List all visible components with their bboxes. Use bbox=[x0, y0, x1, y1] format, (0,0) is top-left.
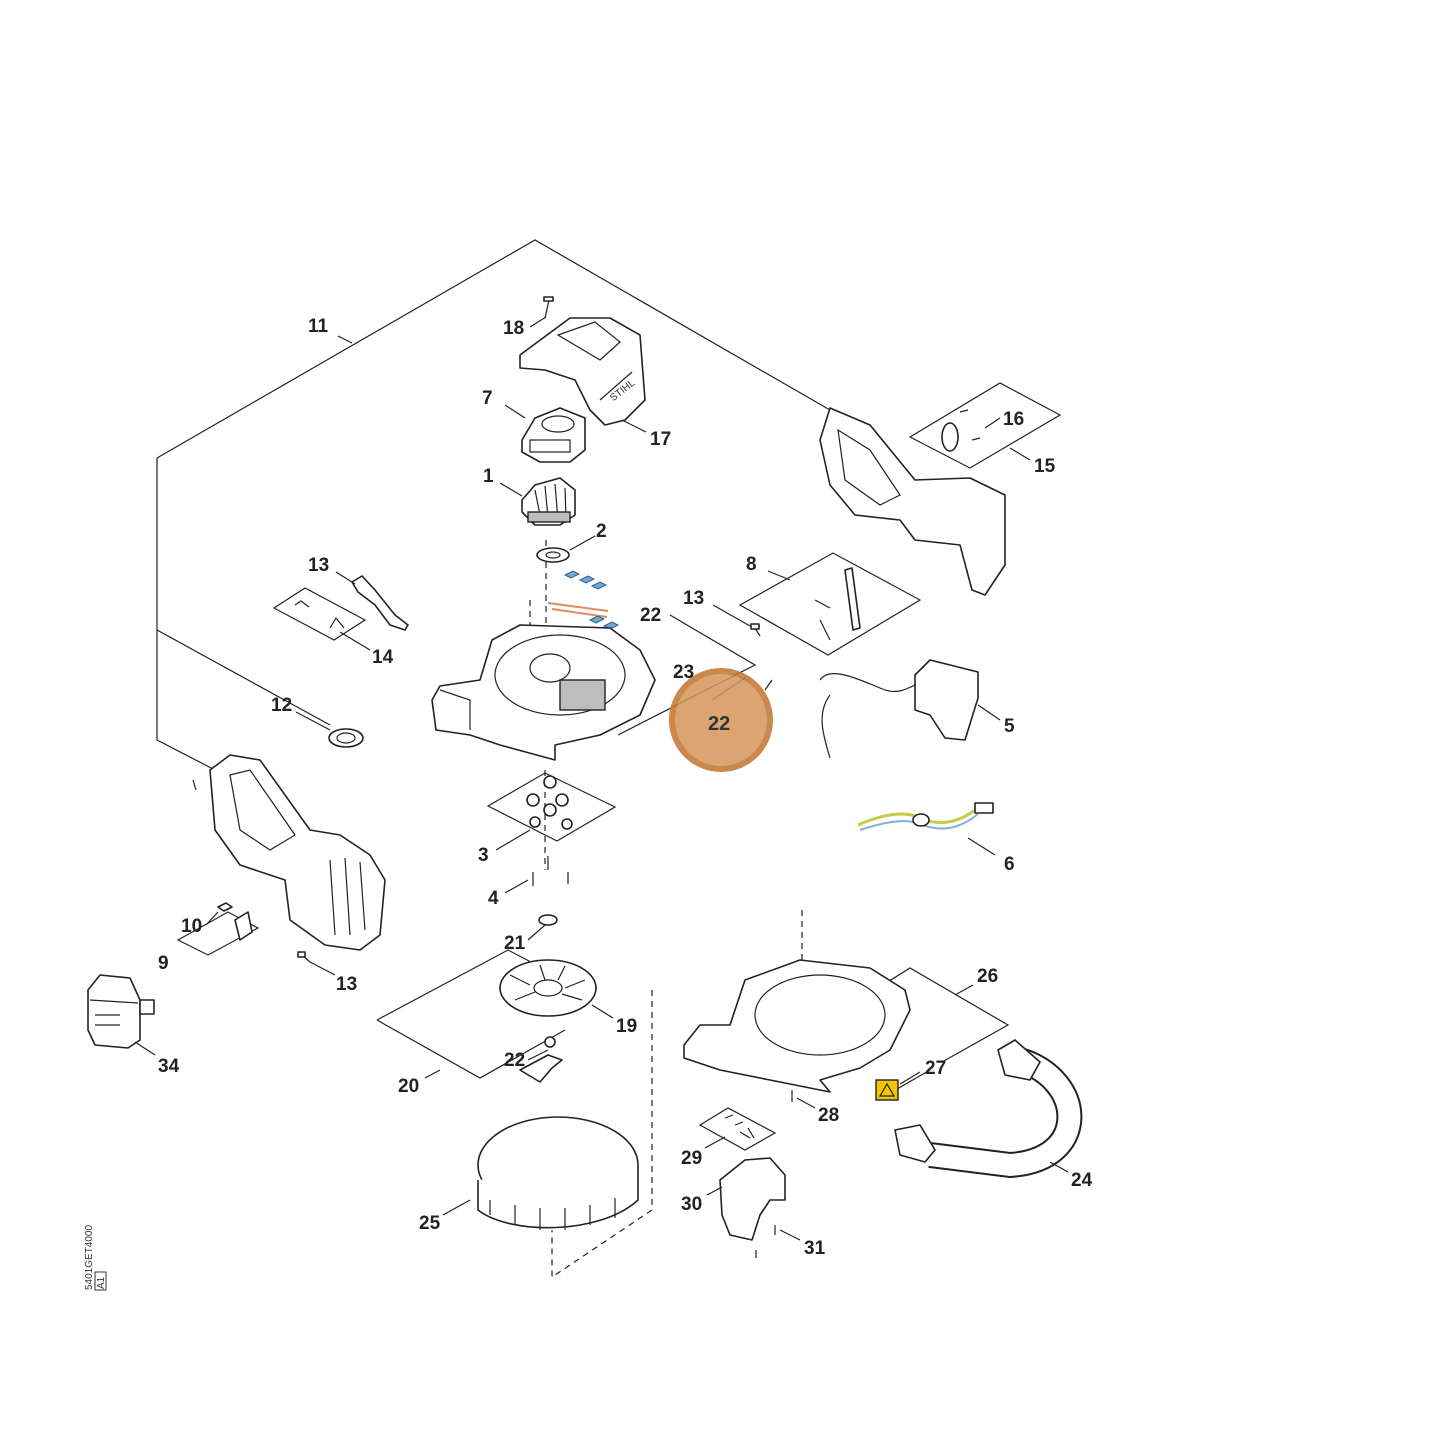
frame-31 bbox=[698, 1107, 777, 1151]
drawing-number: 5401GET4000 bbox=[84, 1225, 95, 1290]
callout-8[interactable]: 8 bbox=[746, 554, 757, 575]
callout-21[interactable]: 20 bbox=[398, 1076, 419, 1097]
callout-33[interactable]: 31 bbox=[804, 1238, 826, 1259]
part-12-seal bbox=[328, 728, 364, 748]
callout-19[interactable]: 18 bbox=[503, 318, 524, 339]
callout-7[interactable]: 7 bbox=[482, 388, 493, 409]
callout-16[interactable]: 15 bbox=[1034, 456, 1056, 477]
callout-24[interactable]: 22 bbox=[640, 605, 661, 626]
part-13-screw-lower bbox=[297, 951, 311, 963]
callout-23[interactable]: 22 bbox=[708, 713, 730, 735]
callout-6[interactable]: 6 bbox=[1004, 854, 1015, 875]
part-18-top-cover: STIHL bbox=[519, 317, 646, 426]
callout-22-lower[interactable]: 22 bbox=[504, 1050, 525, 1071]
part-4-screws bbox=[532, 856, 569, 886]
part-20-fan bbox=[499, 959, 597, 1017]
part-33-screws bbox=[755, 1225, 776, 1258]
part-31-small-parts bbox=[724, 1114, 755, 1139]
part-3-dampers bbox=[526, 775, 573, 830]
part-32-bracket bbox=[719, 1157, 786, 1241]
callout-3[interactable]: 3 bbox=[478, 845, 489, 866]
part-34-battery bbox=[87, 974, 155, 1049]
drawing-rev: A1 bbox=[96, 1276, 107, 1289]
leader-lines bbox=[134, 316, 1069, 1241]
callout-34[interactable]: 34 bbox=[158, 1056, 180, 1077]
frame-8 bbox=[738, 552, 922, 656]
callout-30[interactable]: 28 bbox=[818, 1105, 839, 1126]
callout-25[interactable]: 23 bbox=[673, 662, 694, 683]
drawing-id: 5401GET4000 A1 bbox=[84, 1225, 107, 1291]
callout-14[interactable]: 13 bbox=[308, 555, 329, 576]
callout-labels: 11 18 7 17 1 2 16 15 13 14 8 13 22 23 22… bbox=[158, 316, 1093, 1259]
part-13-screw-upper bbox=[750, 623, 761, 637]
part-16-17-buttons bbox=[941, 409, 981, 452]
part-handle-housing-right bbox=[819, 407, 1006, 596]
frame-15 bbox=[272, 587, 367, 641]
part-10-clip bbox=[217, 902, 233, 912]
callout-13-lower[interactable]: 13 bbox=[336, 974, 357, 995]
part-23-screw bbox=[764, 679, 773, 691]
part-24-contacts bbox=[547, 570, 620, 630]
callout-15[interactable]: 14 bbox=[372, 647, 394, 668]
callout-31[interactable]: 29 bbox=[681, 1148, 702, 1169]
callout-2[interactable]: 2 bbox=[596, 521, 607, 542]
part-15-spring bbox=[294, 600, 345, 629]
callout-28[interactable]: 26 bbox=[977, 966, 998, 987]
callout-11[interactable]: 11 bbox=[308, 316, 329, 337]
frame-16 bbox=[908, 382, 1062, 469]
callout-32[interactable]: 30 bbox=[681, 1194, 702, 1215]
part-22-washer-upper bbox=[538, 914, 558, 926]
callout-27[interactable]: 25 bbox=[419, 1213, 441, 1234]
part-25-housing-shell bbox=[431, 624, 656, 761]
part-11-handle-housing bbox=[192, 754, 386, 951]
part-7-switch-housing bbox=[521, 407, 586, 463]
callout-22-upper[interactable]: 21 bbox=[504, 933, 526, 954]
callout-10[interactable]: 10 bbox=[181, 916, 202, 937]
part-29-warning-label bbox=[875, 1079, 899, 1101]
part-6-cable bbox=[857, 802, 994, 831]
parts: STIHL bbox=[87, 296, 1083, 1258]
callout-9[interactable]: 9 bbox=[158, 953, 169, 974]
frame-24-25 bbox=[617, 614, 757, 736]
frame-9-10 bbox=[176, 911, 260, 956]
part-27-band bbox=[477, 1116, 639, 1230]
callout-17[interactable]: 16 bbox=[1003, 409, 1024, 430]
callout-20[interactable]: 19 bbox=[616, 1016, 637, 1037]
callout-1[interactable]: 1 bbox=[483, 466, 494, 487]
callout-12[interactable]: 12 bbox=[271, 695, 292, 716]
part-1-motor bbox=[521, 477, 576, 526]
part-26-hose bbox=[894, 1039, 1083, 1179]
callout-29[interactable]: 27 bbox=[925, 1058, 946, 1079]
callout-4[interactable]: 4 bbox=[488, 888, 499, 909]
callout-26[interactable]: 24 bbox=[1071, 1170, 1093, 1191]
frame-11 bbox=[156, 239, 831, 771]
part-8-switch-parts bbox=[814, 567, 861, 641]
callout-13-upper[interactable]: 13 bbox=[683, 588, 704, 609]
highlight-marker-23[interactable] bbox=[669, 668, 773, 772]
callout-5[interactable]: 5 bbox=[1004, 716, 1015, 737]
part-5-electronics bbox=[819, 659, 979, 759]
frame-3 bbox=[486, 772, 617, 842]
part-22-clip-lower bbox=[519, 1036, 563, 1083]
part-2-ring bbox=[536, 547, 570, 563]
part-19-screw bbox=[543, 296, 554, 319]
part-14-trigger bbox=[351, 575, 409, 631]
callout-18[interactable]: 17 bbox=[650, 429, 671, 450]
part-9-latch bbox=[234, 911, 253, 941]
part-28-lower-shell bbox=[683, 959, 911, 1093]
